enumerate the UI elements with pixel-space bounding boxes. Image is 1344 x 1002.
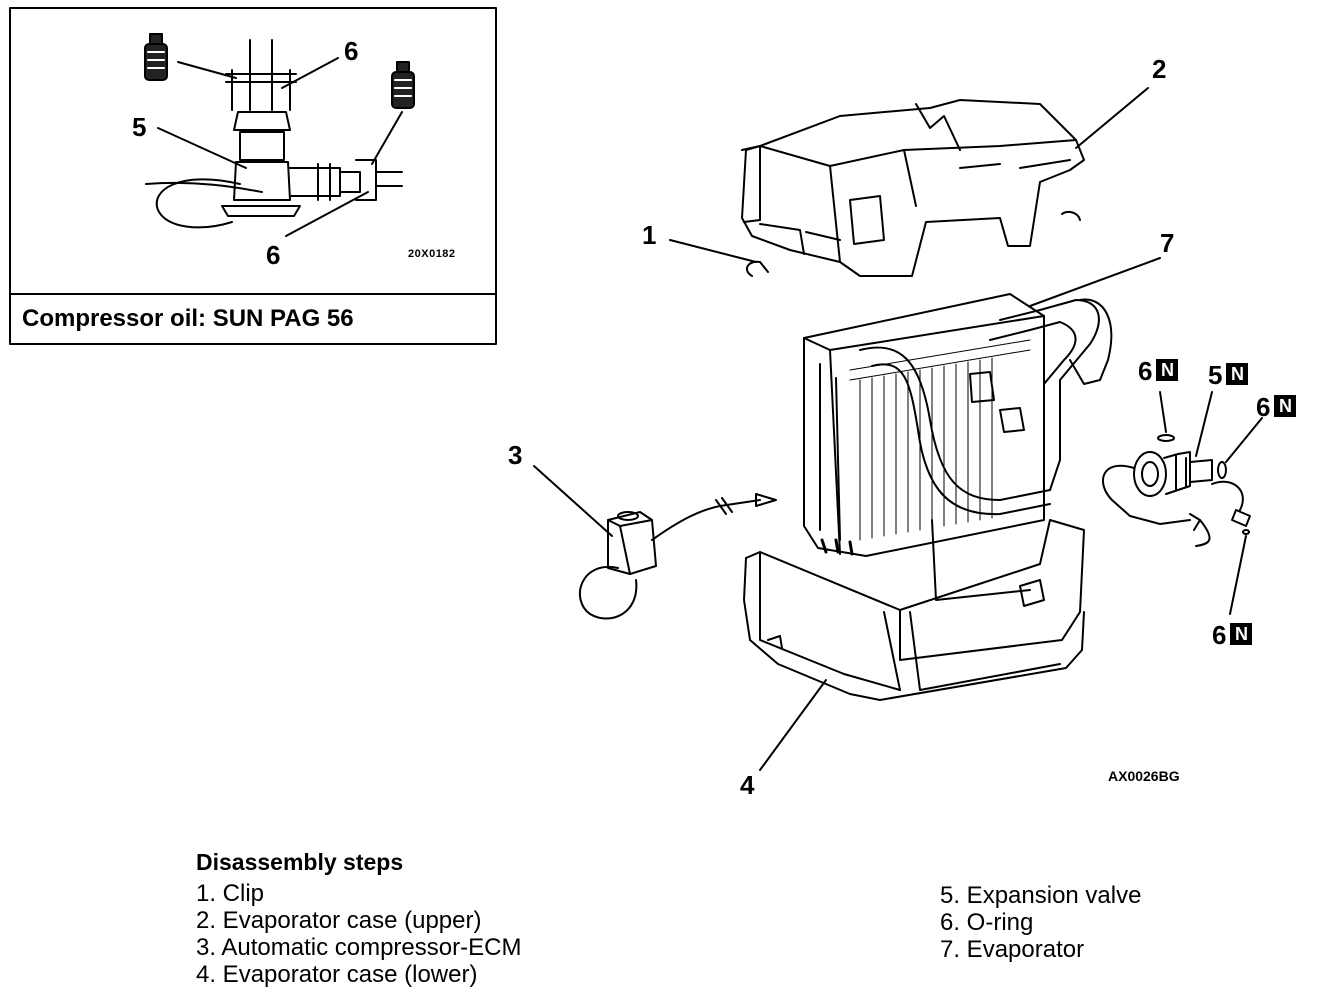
new-part-badge: N <box>1226 363 1249 385</box>
steps-list-left: 1. Clip 2. Evaporator case (upper) 3. Au… <box>196 880 521 988</box>
new-part-badge: N <box>1156 359 1179 381</box>
step-item: 2. Evaporator case (upper) <box>196 907 482 934</box>
new-part-badge: N <box>1274 395 1297 417</box>
step-item: 4. Evaporator case (lower) <box>196 961 478 988</box>
evaporator-core <box>803 293 1113 557</box>
label-2: 2 <box>1152 54 1167 84</box>
oil-bottle-icon-left <box>144 33 168 81</box>
label-1: 1 <box>642 220 657 250</box>
evaporator-case-lower <box>743 519 1085 701</box>
inset-expansion-valve <box>145 39 403 229</box>
inset-label-6-bottom: 6 <box>266 240 281 270</box>
step-item: 7. Evaporator <box>940 936 1085 963</box>
steps-list-right: 5. Expansion valve 6. O-ring 7. Evaporat… <box>940 882 1141 963</box>
inset-label-5: 5 <box>132 112 147 142</box>
label-7: 7 <box>1160 228 1175 258</box>
inset-label-6-top: 6 <box>344 36 359 66</box>
clip-part <box>745 260 769 277</box>
label-4: 4 <box>740 770 755 800</box>
steps-title: Disassembly steps <box>196 849 404 875</box>
step-item: 1. Clip <box>196 880 265 907</box>
step-item: 3. Automatic compressor-ECM <box>196 934 522 961</box>
expansion-valve-exploded <box>1102 434 1251 547</box>
step-item: 6. O-ring <box>940 909 1034 936</box>
inset-caption: Compressor oil: SUN PAG 56 <box>22 305 354 332</box>
evaporator-case-upper <box>741 99 1085 277</box>
figure-code: AX0026BG <box>1108 768 1180 784</box>
inset-frame <box>9 7 497 345</box>
oil-bottle-icon-right <box>391 61 415 109</box>
step-item: 5. Expansion valve <box>940 882 1142 909</box>
label-3: 3 <box>508 440 523 470</box>
compressor-ecm <box>578 493 777 620</box>
new-part-badge: N <box>1230 623 1253 645</box>
inset-figure-code: 20X0182 <box>408 248 456 260</box>
